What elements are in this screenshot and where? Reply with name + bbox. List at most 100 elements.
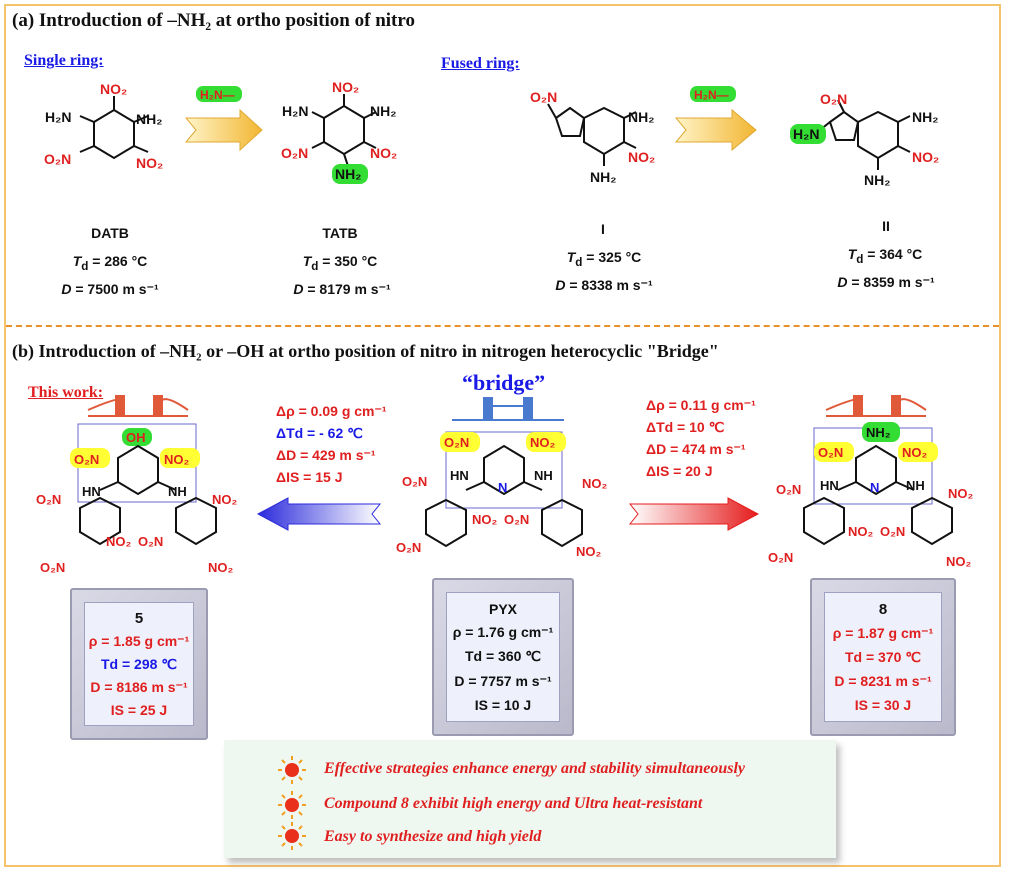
- compound-8-structure: NH₂ O₂N NO₂ HN NH N O₂N NO₂ NO₂ O₂N O₂N …: [768, 422, 974, 569]
- c8-o2n-m2: O₂N: [880, 524, 905, 539]
- pyx-hn: HN: [450, 468, 469, 483]
- section-a-structures: NO₂ H₂N NH₂ O₂N NO₂ H₂N— NO₂ H₂N NH₂ O₂N…: [44, 79, 939, 188]
- section-divider: [6, 325, 999, 327]
- right-delta-d: ΔD = 474 m s⁻¹: [646, 441, 746, 457]
- pyx-no2-m1: NO₂: [472, 512, 498, 527]
- tatb-d: D = 8179 m s⁻¹: [293, 281, 391, 297]
- card-pyx-name: PYX: [488, 600, 517, 617]
- card-pyx-td: Td = 360 ℃: [464, 648, 542, 665]
- c8-hn: HN: [820, 478, 839, 493]
- arrow-a2-reagent: H₂N—: [694, 88, 729, 102]
- arrow-to-5: [256, 497, 382, 531]
- conclusions-box: Effective strategies enhance energy and …: [224, 740, 836, 858]
- ii-no2: NO₂: [912, 149, 939, 165]
- datb-h2n: H₂N: [45, 109, 71, 125]
- arrow-a2: H₂N—: [674, 86, 757, 152]
- pyx-no2: NO₂: [530, 435, 556, 450]
- card-5-is: IS = 25 J: [110, 702, 168, 718]
- card-pyx: PYX ρ = 1.76 g cm⁻¹ Td = 360 ℃ D = 7757 …: [432, 578, 574, 736]
- c5-no2: NO₂: [164, 452, 190, 467]
- compound-ii-td: Td = 364 °C: [847, 246, 923, 266]
- c5-o2n-b: O₂N: [40, 560, 65, 575]
- pyx-o2n-m2: O₂N: [504, 512, 529, 527]
- c8-no2-r: NO₂: [948, 486, 974, 501]
- card-8-name: 8: [878, 600, 888, 618]
- c8-nh2: NH₂: [866, 425, 891, 440]
- c5-no2-b: NO₂: [208, 560, 234, 575]
- compound-i-structure: [547, 103, 637, 166]
- fused-ring-label: Fused ring:: [441, 55, 520, 72]
- tatb-no2-right: NO₂: [370, 145, 397, 161]
- section-a-title: (a) Introduction of –NH₂ at ortho positi…: [12, 10, 415, 31]
- sun-icon-3: [278, 822, 306, 850]
- c8-no2-b: NO₂: [946, 554, 972, 569]
- c8-no2: NO₂: [902, 445, 928, 460]
- tatb-name: TATB: [322, 225, 358, 241]
- single-ring-label: Single ring:: [24, 52, 104, 69]
- card-5-name: 5: [134, 610, 144, 627]
- c5-o2n-l: O₂N: [36, 492, 61, 507]
- arrow-a1: H₂N—: [184, 86, 263, 152]
- note-1: Effective strategies enhance energy and …: [324, 760, 746, 777]
- datb-d: D = 7500 m s⁻¹: [61, 281, 159, 297]
- ii-nh2-right: NH₂: [912, 109, 938, 125]
- c5-o2n-m2: O₂N: [138, 534, 163, 549]
- sun-icon-2: [278, 791, 306, 819]
- section-b-structures: OH O₂N NO₂ HN NH O₂N NO₂ NO₂ O₂N O₂N NO₂…: [36, 395, 974, 575]
- pyx-o2n: O₂N: [444, 435, 469, 450]
- datb-no2-right: NO₂: [136, 155, 163, 171]
- tatb-h2n: H₂N: [282, 103, 308, 119]
- bridge-icon-center: [452, 397, 564, 421]
- datb-td: Td = 286 °C: [72, 253, 148, 273]
- tatb-structure: [311, 94, 377, 167]
- card-5-td: Td = 298 ℃: [100, 656, 178, 672]
- card-pyx-d: D = 7757 m s⁻¹: [454, 672, 552, 689]
- card-8-d: D = 8231 m s⁻¹: [834, 673, 932, 690]
- datb-o2n: O₂N: [44, 151, 71, 167]
- compound-ii-d: D = 8359 m s⁻¹: [837, 274, 935, 290]
- pyx-n: N: [498, 480, 507, 495]
- datb-structure: [79, 96, 149, 160]
- i-o2n: O₂N: [530, 89, 557, 105]
- card-compound-5: 5 ρ = 1.85 g cm⁻¹ Td = 298 ℃ D = 8186 m …: [70, 588, 208, 740]
- left-delta-is: ΔIS = 15 J: [276, 469, 343, 485]
- figure-frame: [4, 4, 1001, 867]
- c5-no2-r: NO₂: [212, 492, 238, 507]
- card-pyx-is: IS = 10 J: [474, 697, 532, 714]
- tatb-td: Td = 350 °C: [302, 253, 378, 273]
- card-5-d: D = 8186 m s⁻¹: [90, 679, 188, 695]
- bridge-icon-right: [825, 395, 927, 417]
- pyx-o2n-b: O₂N: [396, 540, 421, 555]
- left-delta-td: ΔTd = - 62 ℃: [276, 425, 363, 441]
- section-b-title: (b) Introduction of –NH₂ or –OH at ortho…: [12, 341, 719, 361]
- note-3: Easy to synthesize and high yield: [324, 828, 542, 845]
- c8-o2n-l: O₂N: [776, 482, 801, 497]
- c8-n: N: [870, 480, 879, 495]
- compound-ii-name: II: [882, 218, 890, 234]
- tatb-o2n: O₂N: [281, 145, 308, 161]
- right-delta-td: ΔTd = 10 ℃: [646, 419, 725, 435]
- bridge-icon-left: [87, 395, 189, 417]
- compound-ii-structure: [819, 99, 911, 170]
- this-work-label: This work:: [28, 384, 104, 401]
- c8-o2n: O₂N: [818, 445, 843, 460]
- c5-o2n: O₂N: [74, 452, 99, 467]
- pyx-structure: O₂N NO₂ HN NH N O₂N NO₂ NO₂ O₂N O₂N NO₂: [396, 431, 608, 559]
- arrow-to-8: [628, 497, 760, 531]
- i-nh2-right: NH₂: [628, 109, 654, 125]
- c8-o2n-b: O₂N: [768, 550, 793, 565]
- compound-i-name: I: [601, 221, 605, 237]
- tatb-no2-top: NO₂: [332, 79, 359, 95]
- compound-5-structure: OH O₂N NO₂ HN NH O₂N NO₂ NO₂ O₂N O₂N NO₂: [36, 423, 238, 575]
- c5-no2-m1: NO₂: [106, 534, 132, 549]
- c8-no2-m1: NO₂: [848, 524, 874, 539]
- tatb-nh2: NH₂: [370, 103, 396, 119]
- ii-nh2-bottom: NH₂: [864, 172, 890, 188]
- i-nh2-bottom: NH₂: [590, 169, 616, 185]
- c5-hn: HN: [82, 484, 101, 499]
- pyx-no2-b: NO₂: [576, 544, 602, 559]
- card-5-rho: ρ = 1.85 g cm⁻¹: [88, 633, 190, 649]
- bridge-word: “bridge”: [462, 370, 546, 395]
- left-delta-d: ΔD = 429 m s⁻¹: [276, 447, 376, 463]
- c5-nh: NH: [168, 484, 187, 499]
